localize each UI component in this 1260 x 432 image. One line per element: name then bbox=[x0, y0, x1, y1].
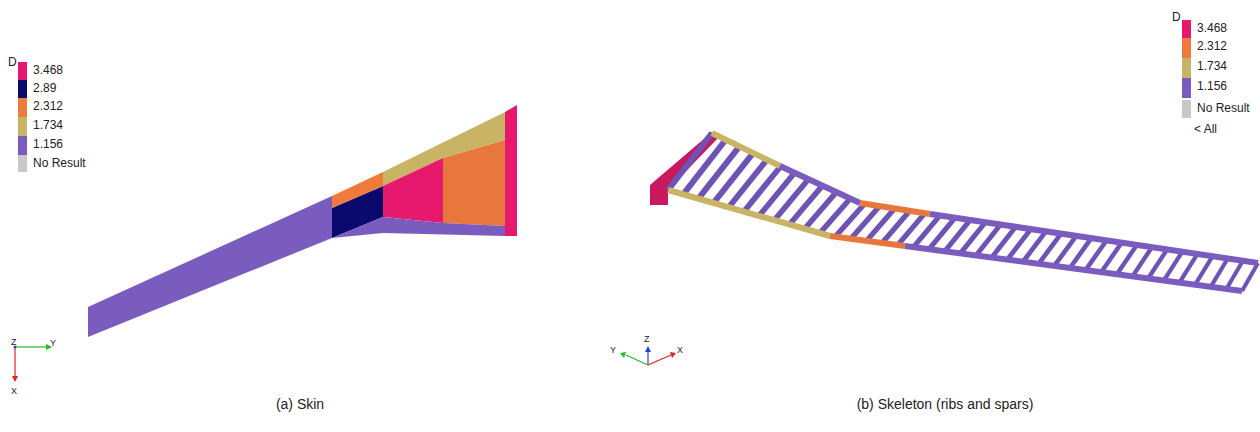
rib bbox=[1211, 258, 1228, 286]
axis-label: < All bbox=[1194, 122, 1217, 136]
axis-label: Y bbox=[610, 343, 616, 357]
spar bbox=[905, 246, 1242, 291]
axis-triad bbox=[12, 344, 52, 382]
skin-panel bbox=[443, 140, 505, 226]
legend-value: 1.156 bbox=[1197, 79, 1227, 93]
legend-value: 3.468 bbox=[33, 63, 63, 77]
legend-swatch bbox=[1182, 78, 1191, 98]
legend-value: 2.312 bbox=[33, 99, 63, 113]
legend-value: 1.734 bbox=[1197, 59, 1227, 73]
rib bbox=[774, 179, 809, 220]
skin-panel bbox=[505, 105, 517, 236]
rib bbox=[1195, 256, 1213, 285]
axis-label: Z bbox=[644, 332, 650, 346]
legend-swatch bbox=[1182, 100, 1191, 118]
legend-value: No Result bbox=[33, 156, 86, 170]
legend-value: 3.468 bbox=[1197, 21, 1227, 35]
legend-value: 2.312 bbox=[1197, 39, 1227, 53]
rib bbox=[1242, 263, 1258, 291]
skin-panel bbox=[88, 196, 332, 337]
spar bbox=[712, 133, 780, 166]
legend-swatch bbox=[18, 117, 27, 136]
axis-label: D bbox=[8, 55, 17, 69]
legend-swatch bbox=[18, 155, 27, 172]
rib bbox=[759, 172, 795, 216]
legend-swatch bbox=[18, 62, 27, 80]
rib bbox=[744, 166, 781, 212]
skin-panel bbox=[332, 217, 505, 238]
legend-value: 2.89 bbox=[33, 81, 56, 95]
legend-swatch bbox=[18, 98, 27, 117]
axis-label: Z bbox=[11, 335, 17, 349]
axis-triad bbox=[620, 346, 676, 365]
rib bbox=[714, 153, 754, 203]
spar bbox=[860, 203, 930, 214]
legend-swatch bbox=[1182, 38, 1191, 58]
legend-swatch bbox=[1182, 58, 1191, 78]
legend-swatch bbox=[18, 136, 27, 155]
subfigure-caption: (b) Skeleton (ribs and spars) bbox=[857, 396, 1034, 412]
legend-value: No Result bbox=[1197, 101, 1250, 115]
rib bbox=[1132, 247, 1152, 276]
rib bbox=[1164, 252, 1183, 281]
legend-value: 1.734 bbox=[33, 118, 63, 132]
rib bbox=[1226, 261, 1243, 289]
subfigure-caption: (a) Skin bbox=[276, 396, 324, 412]
spar bbox=[668, 190, 830, 236]
rib bbox=[1179, 254, 1197, 283]
rib bbox=[1148, 249, 1167, 278]
skin-panel bbox=[332, 172, 383, 208]
skeleton-figure bbox=[650, 132, 1258, 291]
axis-label: D bbox=[1172, 10, 1181, 24]
rib bbox=[1117, 245, 1137, 275]
skin-figure bbox=[88, 105, 517, 337]
axis-label: X bbox=[11, 384, 17, 398]
skin-panel bbox=[383, 158, 443, 223]
legend-swatch bbox=[18, 80, 27, 98]
axis-label: Y bbox=[50, 336, 56, 350]
rib bbox=[789, 185, 822, 224]
spar bbox=[830, 236, 905, 246]
axis-label: X bbox=[677, 343, 683, 357]
rib bbox=[698, 146, 739, 199]
rib bbox=[729, 159, 768, 207]
legend-swatch bbox=[1182, 20, 1191, 38]
legend-value: 1.156 bbox=[33, 137, 63, 151]
spar bbox=[780, 166, 860, 203]
